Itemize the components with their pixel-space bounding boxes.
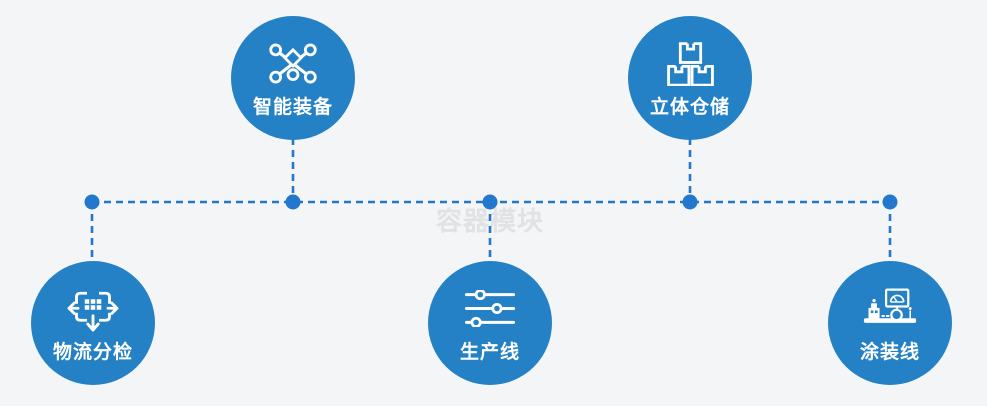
distribute-arrows-icon [67,291,119,331]
node-logistics-sorting: 物流分检 [31,261,155,385]
node-label: 涂装线 [859,341,920,363]
junction-dot [882,194,898,210]
junction-dots [84,194,898,210]
node-label: 立体仓储 [649,96,730,118]
control-panel-icon [863,288,917,323]
junction-dot [285,194,301,210]
junction-dot [682,194,698,210]
node-label: 物流分检 [52,341,133,363]
node-production-line: 生产线 [428,261,552,385]
node-smart-equipment: 智能装备 [231,16,355,140]
node-label: 生产线 [459,341,520,363]
node-label: 智能装备 [252,96,333,118]
node-stereo-warehouse: 立体仓储 [628,16,752,140]
junction-dot [482,194,498,210]
node-coating-line: 涂装线 [828,261,952,385]
sliders-icon [465,290,515,327]
stacked-boxes-icon [666,41,714,86]
network-nodes-icon [269,43,317,84]
junction-dot [84,194,100,210]
